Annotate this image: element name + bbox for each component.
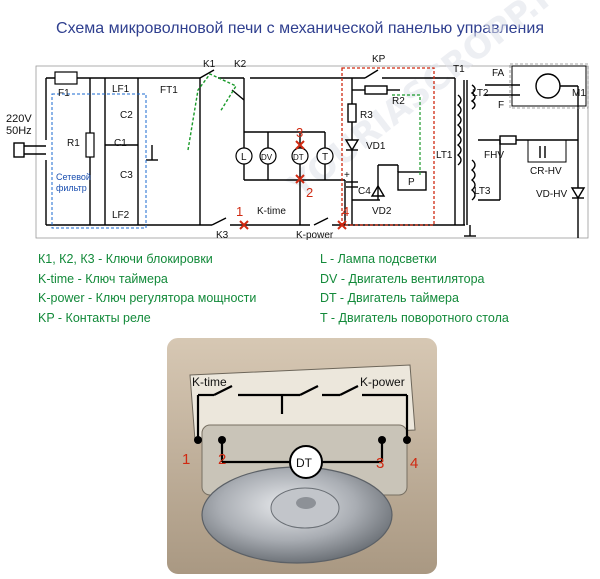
label-kp: KP <box>372 54 386 65</box>
terminal-3 <box>378 436 386 444</box>
label-ktime: K-time <box>257 206 286 217</box>
label-freq: 50Hz <box>6 125 32 137</box>
photo-label-kpower: K-power <box>360 375 405 389</box>
label-lt3: LT3 <box>474 186 491 197</box>
label-dt: DT <box>293 153 304 162</box>
legend-item: KP - Контакты реле <box>38 310 151 325</box>
relay-block <box>341 67 435 226</box>
timer-body <box>189 364 416 441</box>
timer-plate <box>201 424 408 496</box>
photo-background <box>165 336 439 576</box>
label-f1: F1 <box>58 88 70 99</box>
resistor-r1 <box>85 132 95 158</box>
label-vd1: VD1 <box>366 141 386 152</box>
interlock-link <box>187 73 238 151</box>
label-r2: R2 <box>392 96 405 107</box>
circuit-schematic: YOURIASCROPP.RU <box>6 0 589 241</box>
filter-label-1: Сетевой <box>56 172 91 182</box>
load-lamp <box>235 147 253 165</box>
marker-1: 1 <box>236 204 243 219</box>
terminal-2 <box>218 436 226 444</box>
terminal-4 <box>403 436 411 444</box>
label-fhv: FHV <box>484 150 504 161</box>
label-m1: M1 <box>572 88 586 99</box>
label-r3: R3 <box>360 110 373 121</box>
label-lt1: LT1 <box>436 150 453 161</box>
label-supply: 220V <box>6 113 32 125</box>
label-ft1: FT1 <box>160 85 178 96</box>
filter-label-2: фильтр <box>56 183 87 193</box>
photo-label-dt: DT <box>296 456 313 470</box>
relay-coil-link <box>392 94 421 175</box>
legend-item: L - Лампа подсветки <box>320 252 437 266</box>
timer-motor <box>201 466 393 564</box>
label-fa: FA <box>492 68 505 79</box>
legend-item: T - Двигатель поворотного стола <box>320 310 509 325</box>
load-fan-motor <box>259 147 277 165</box>
terminal-1 <box>194 436 202 444</box>
schematic-frame <box>35 65 589 239</box>
marker-2: 2 <box>306 185 313 200</box>
label-crhv: CR-HV <box>530 166 562 177</box>
label-lf1: LF1 <box>112 84 130 95</box>
filter-block <box>51 93 147 229</box>
photo-marker-1: 1 <box>182 451 190 468</box>
label-k3: K3 <box>216 230 229 241</box>
photo-label-ktime: K-time <box>192 375 227 389</box>
label-c2: C2 <box>120 110 133 121</box>
photo-marker-3: 3 <box>376 455 384 472</box>
load-timer-motor <box>291 147 309 165</box>
label-dv: DV <box>261 153 273 162</box>
fuse-f1 <box>54 71 78 85</box>
photo-marker-4: 4 <box>410 455 418 472</box>
photo-marker-2: 2 <box>218 451 226 468</box>
label-l: L <box>241 152 247 163</box>
label-f: F <box>498 100 504 111</box>
legend-item: K-time - Ключ таймера <box>38 271 168 286</box>
label-k1: K1 <box>203 59 216 70</box>
marker-4: 4 <box>342 204 349 219</box>
legend-item: K-power - Ключ регулятора мощности <box>38 291 257 305</box>
magnetron-block <box>509 63 589 109</box>
diagram-title: Схема микроволновой печи с механической … <box>56 20 544 37</box>
legend-item: К1, К2, К3 - Ключи блокировки <box>38 252 213 266</box>
motor-center <box>270 487 340 529</box>
motor-hub <box>296 497 316 509</box>
legend-left: К1, К2, К3 - Ключи блокировки K-time - К… <box>38 250 256 328</box>
label-vd2: VD2 <box>372 206 392 217</box>
label-r1: R1 <box>67 138 80 149</box>
legend-right: L - Лампа подсветки DV - Двигатель венти… <box>320 250 509 328</box>
marker-3: 3 <box>296 125 303 140</box>
label-t1: T1 <box>453 64 465 75</box>
label-c4: C4 <box>358 186 371 197</box>
legend-item: DT - Двигатель таймера <box>320 291 459 305</box>
label-plus: + <box>344 170 350 181</box>
label-vdhv: VD-HV <box>536 189 567 200</box>
label-c1: C1 <box>114 138 127 149</box>
label-c3: C3 <box>120 170 133 181</box>
label-lf2: LF2 <box>112 210 130 221</box>
load-turntable-motor <box>316 147 334 165</box>
timer-motor-symbol <box>289 445 323 479</box>
label-k2: K2 <box>234 59 247 70</box>
label-t: T <box>322 152 328 163</box>
label-lt2: LT2 <box>472 88 489 99</box>
label-p: P <box>408 177 415 188</box>
label-kpower: K-power <box>296 230 334 241</box>
legend-item: DV - Двигатель вентилятора <box>320 271 485 286</box>
